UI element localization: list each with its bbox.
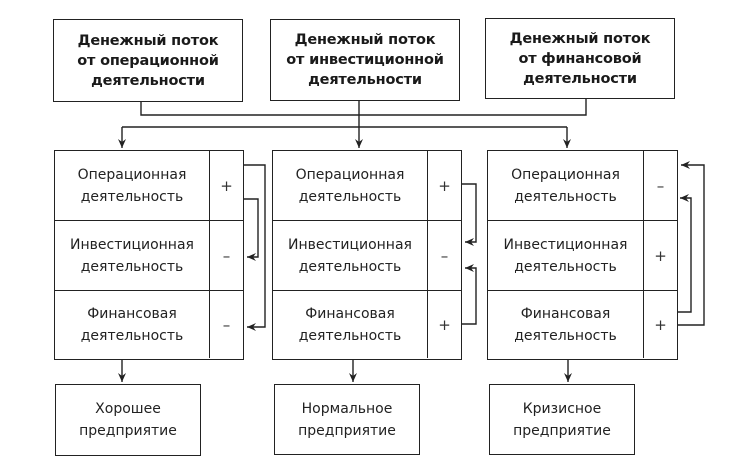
table-row-financing: Финансовая деятельность + [273,291,461,358]
cashflow-table-crisis: Операционная деятельность – Инвестиционн… [487,150,678,360]
source-box-financing: Денежный поток от финансовой деятельност… [485,18,675,99]
t2-flow-fin-to-inv [462,264,477,325]
row-divider [488,290,677,291]
activity-line: деятельность [80,258,184,275]
activity-line: Финансовая [87,305,177,322]
sign-cell: – [209,291,243,358]
source-line: от операционной [77,52,219,69]
activity-label: Операционная деятельность [273,151,427,220]
outcome-line: предприятие [298,422,396,439]
table-row-investing: Инвестиционная деятельность + [488,221,677,290]
activity-line: деятельность [298,258,402,275]
source-line: от финансовой [518,50,642,67]
activity-label: Инвестиционная деятельность [273,221,427,290]
t2-flow-op-to-inv [462,183,477,246]
activity-line: деятельность [298,327,402,344]
t1-flow-op-to-fin [244,164,266,331]
source-box-operating: Денежный поток от операционной деятельно… [53,19,243,102]
table-row-operating: Операционная деятельность + [55,151,243,220]
sign-cell: + [643,221,677,290]
activity-line: Операционная [295,166,405,183]
outcome-line: Нормальное [301,400,393,417]
activity-line: деятельность [514,258,617,275]
activity-line: Финансовая [305,305,395,322]
activity-line: Операционная [77,166,187,183]
source-line: Денежный поток [294,32,436,48]
sign-cell: – [643,151,677,220]
activity-line: Финансовая [520,305,611,322]
row-divider [488,220,677,221]
outcome-line: предприятие [513,422,611,439]
activity-label: Финансовая деятельность [273,291,427,358]
source-line: Денежный поток [509,30,651,47]
source-line: деятельности [91,72,205,89]
activity-line: Инвестиционная [503,236,628,253]
activity-line: Операционная [511,166,620,183]
table-row-investing: Инвестиционная деятельность – [273,221,461,290]
activity-line: деятельность [80,188,184,205]
source-line: деятельности [523,70,637,87]
sign-cell: – [427,221,461,290]
activity-line: деятельность [298,188,402,205]
outcome-line: Кризисное [522,400,602,417]
sign-cell: – [209,221,243,290]
activity-label: Финансовая деятельность [488,291,643,358]
cashflow-table-good: Операционная деятельность + Инвестиционн… [54,150,244,360]
source-box-investing: Денежный поток от инвестиционной деятель… [270,19,460,101]
activity-line: Инвестиционная [70,236,194,253]
row-divider [273,290,461,291]
row-divider [55,220,243,221]
row-divider [273,220,461,221]
sign-cell: + [427,151,461,220]
cashflow-table-normal: Операционная деятельность + Инвестиционн… [272,150,462,360]
sign-cell: + [209,151,243,220]
source-line: деятельности [308,72,422,88]
sign-cell: + [643,291,677,358]
outcome-box-good: Хорошее предприятие [55,384,201,456]
activity-line: деятельность [514,327,617,344]
row-divider [55,290,243,291]
outcome-box-crisis: Кризисное предприятие [489,384,635,455]
activity-line: деятельность [80,327,184,344]
outcome-line: Хорошее [95,401,161,417]
activity-label: Операционная деятельность [488,151,643,220]
sign-cell: + [427,291,461,358]
outcome-line: предприятие [79,423,177,439]
source-line: от инвестиционной [286,52,444,68]
t3-flow-fin-to-op-a [678,194,692,313]
activity-line: деятельность [514,188,617,205]
t3-flow-fin-to-op-b [678,161,705,326]
t1-flow-op-to-inv [244,198,259,261]
table-row-operating: Операционная деятельность + [273,151,461,220]
activity-label: Инвестиционная деятельность [488,221,643,290]
table-row-operating: Операционная деятельность – [488,151,677,220]
table-row-investing: Инвестиционная деятельность – [55,221,243,290]
activity-line: Инвестиционная [288,236,412,253]
table-row-financing: Финансовая деятельность – [55,291,243,358]
table-row-financing: Финансовая деятельность + [488,291,677,358]
activity-label: Инвестиционная деятельность [55,221,209,290]
activity-label: Операционная деятельность [55,151,209,220]
source-line: Денежный поток [77,32,219,49]
collector-line [140,98,587,116]
outcome-box-normal: Нормальное предприятие [274,384,420,455]
activity-label: Финансовая деятельность [55,291,209,358]
